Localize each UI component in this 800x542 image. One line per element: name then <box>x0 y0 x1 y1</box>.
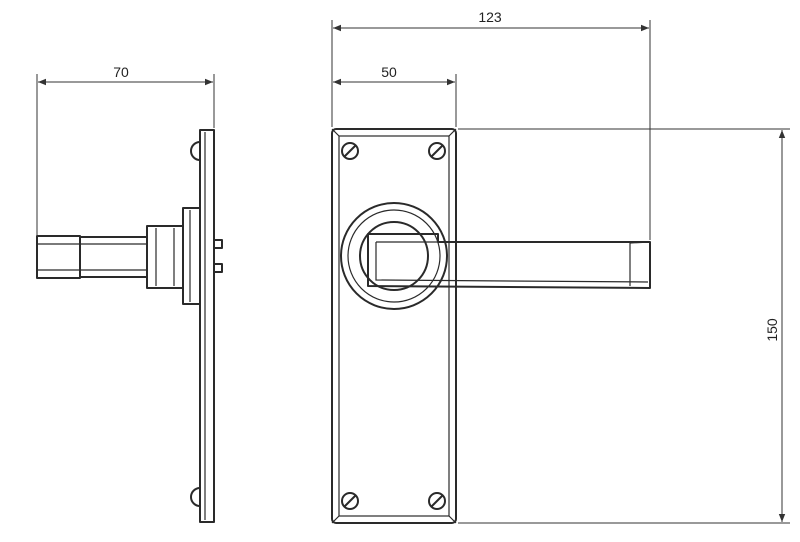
bevel-corner-tl <box>331 128 340 137</box>
dimension-label-50: 50 <box>381 64 397 80</box>
dimension-plate-height: 150 <box>458 128 790 524</box>
dimension-label-123: 123 <box>478 9 502 25</box>
dimension-lever-offset: 50 <box>333 64 457 127</box>
side-neck <box>79 236 148 278</box>
side-screw-top-upper <box>190 141 201 161</box>
dimension-label-70: 70 <box>113 64 129 80</box>
side-collar <box>146 225 184 289</box>
dimension-overall-length: 123 <box>331 9 651 240</box>
side-backplate <box>199 129 215 523</box>
side-lug-lower <box>213 263 223 273</box>
front-backplate-bevel <box>338 135 450 517</box>
front-backplate <box>331 128 457 524</box>
bevel-corner-bl <box>331 515 340 524</box>
rose-inner-ring <box>359 221 429 291</box>
dimension-side-projection: 70 <box>36 64 215 236</box>
bevel-corner-br <box>448 515 457 524</box>
dimension-label-150: 150 <box>764 318 780 342</box>
lever-inner-edge <box>375 242 649 283</box>
side-screw-bottom-lower <box>190 487 201 507</box>
screw-bottom-right <box>428 492 446 510</box>
lever-end-top <box>629 241 651 244</box>
screw-top-right <box>428 142 446 160</box>
side-view <box>36 129 223 523</box>
side-lever-end <box>36 235 81 279</box>
rose-mid-ring <box>347 209 441 303</box>
front-view <box>331 128 651 524</box>
side-lug-upper <box>213 239 223 249</box>
screw-bottom-left <box>341 492 359 510</box>
side-rose <box>182 207 201 305</box>
rose-outer-ring <box>340 202 448 310</box>
screw-top-left <box>341 142 359 160</box>
bevel-corner-tr <box>448 128 457 137</box>
